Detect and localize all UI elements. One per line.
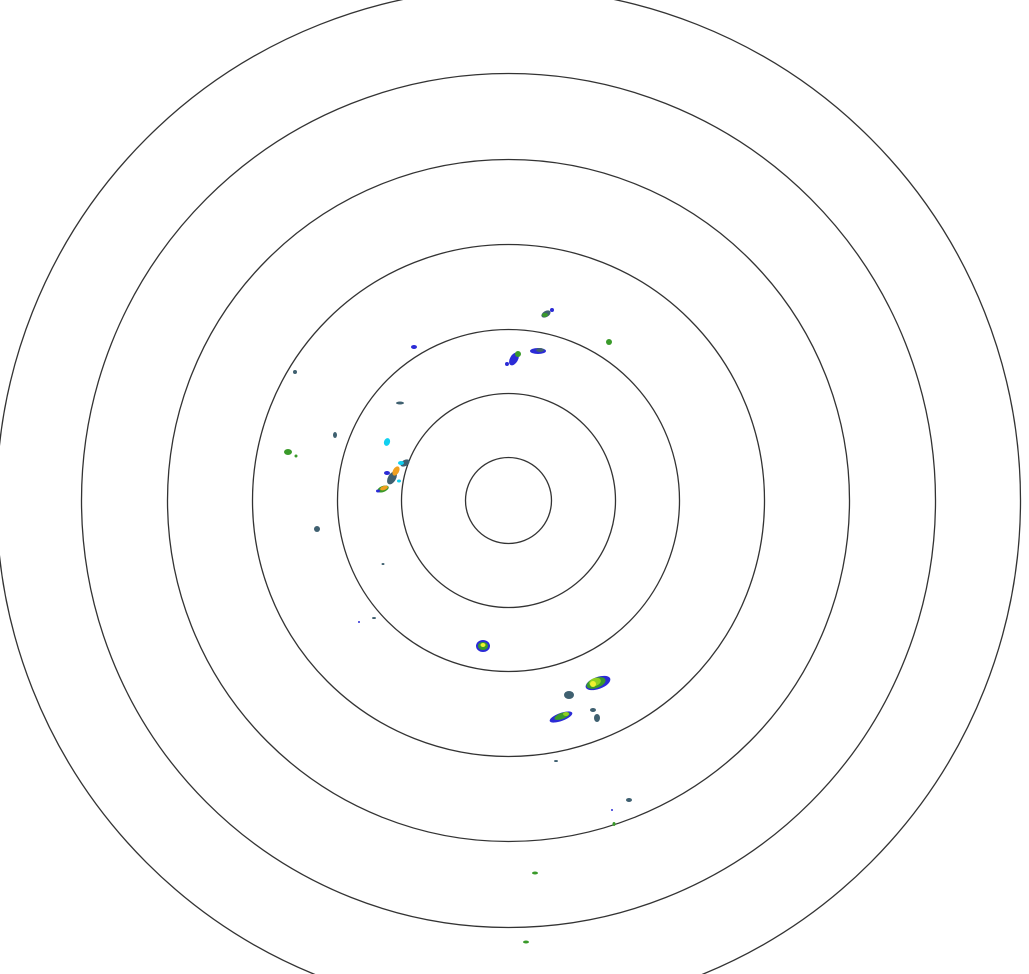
echo-cell	[396, 401, 404, 405]
echo-cell	[392, 466, 400, 476]
echo-cell	[611, 809, 613, 811]
echo-cell	[372, 617, 376, 619]
range-ring-3	[336, 328, 681, 673]
range-ring-6	[80, 72, 937, 929]
echo-cell	[383, 438, 391, 446]
echo-cell	[333, 432, 337, 438]
echo-cell	[294, 454, 298, 458]
echo-cell	[612, 822, 616, 826]
echo-cell	[564, 691, 574, 699]
echo-cell	[606, 339, 612, 345]
echo-cell	[398, 461, 404, 465]
echo-cell	[554, 760, 558, 762]
range-ring-5	[166, 158, 851, 843]
echo-cell	[376, 489, 380, 493]
echo-cell	[532, 871, 538, 875]
echo-cell	[550, 308, 554, 312]
echo-cell	[523, 940, 529, 944]
echo-cell	[384, 471, 390, 475]
echo-cell	[284, 449, 292, 455]
precipitation-echoes	[284, 308, 632, 944]
echo-cell	[542, 313, 548, 317]
echo-cell	[411, 345, 417, 349]
echo-cell	[563, 712, 569, 716]
echo-cell	[400, 459, 410, 467]
echo-cell	[515, 351, 521, 357]
echo-cell	[590, 681, 596, 687]
echo-cell	[626, 798, 632, 802]
echo-cell	[381, 563, 385, 565]
echo-cell	[380, 485, 388, 491]
range-ring-2	[400, 392, 617, 609]
echo-cell	[505, 362, 509, 366]
echo-cell	[314, 526, 320, 532]
echo-cell	[594, 714, 600, 722]
echo-cell	[536, 348, 544, 352]
echo-cell	[293, 370, 297, 374]
echo-cell	[397, 479, 401, 483]
range-ring-4	[251, 243, 766, 758]
echo-cell	[590, 708, 596, 712]
echo-cell	[358, 621, 360, 623]
range-ring-1	[464, 456, 553, 545]
echo-cell	[480, 643, 486, 647]
